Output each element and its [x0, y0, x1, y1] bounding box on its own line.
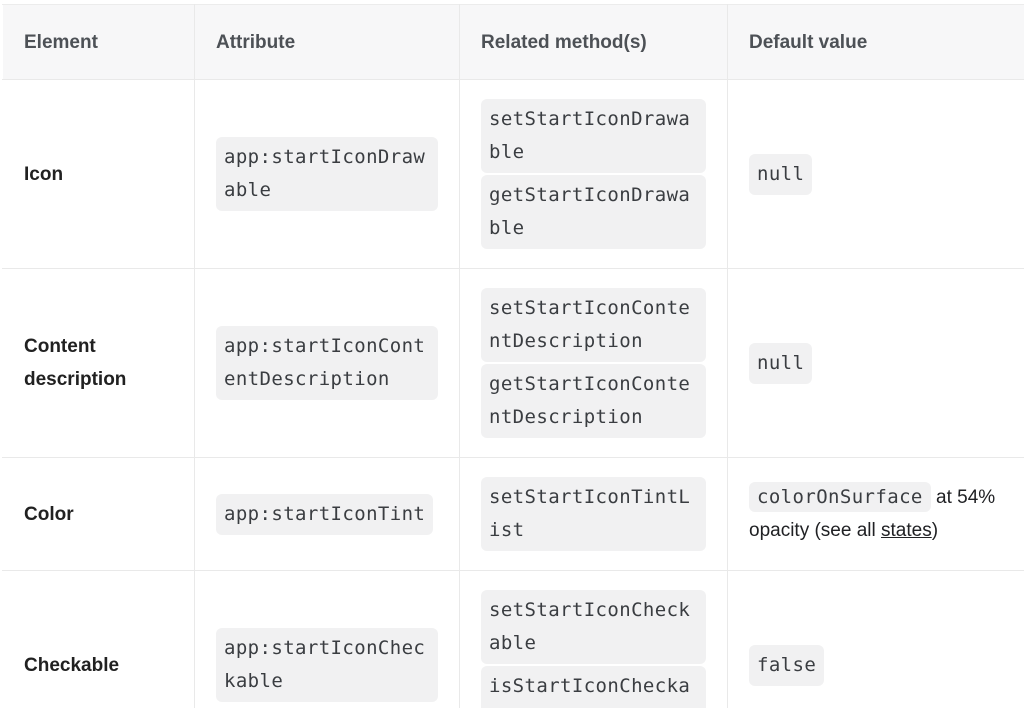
table-row-color: Color app:startIconTint setStartIconTint… — [2, 457, 1024, 571]
default-value-cell: null — [727, 79, 1024, 269]
methods-cell: setStartIconTintList — [459, 457, 728, 571]
attribute-code: app:startIconDrawable — [216, 137, 438, 211]
methods-cell: setStartIconContentDescription getStartI… — [459, 268, 728, 458]
attribute-code: app:startIconContentDescription — [216, 326, 438, 400]
default-value-cell: null — [727, 268, 1024, 458]
method-code: setStartIconCheckable — [481, 590, 706, 664]
column-header-default: Default value — [727, 4, 1024, 80]
method-code: getStartIconContentDescription — [481, 364, 706, 438]
attributes-table: Element Attribute Related method(s) Defa… — [2, 4, 1024, 708]
methods-cell: setStartIconDrawable getStartIconDrawabl… — [459, 79, 728, 269]
default-value-code: null — [749, 153, 813, 195]
column-header-methods: Related method(s) — [459, 4, 728, 80]
default-value-code: null — [749, 342, 813, 384]
column-header-attribute: Attribute — [194, 4, 460, 80]
states-link[interactable]: states — [881, 520, 932, 542]
method-code: setStartIconTintList — [481, 477, 706, 551]
element-name: Content description — [2, 268, 195, 458]
method-code: getStartIconDrawable — [481, 175, 706, 249]
attribute-code: app:startIconTint — [216, 493, 434, 535]
attribute-cell: app:startIconContentDescription — [194, 268, 460, 458]
table-row-icon: Icon app:startIconDrawable setStartIconD… — [2, 79, 1024, 269]
table-row-content-description: Content description app:startIconContent… — [2, 268, 1024, 458]
method-code: isStartIconCheckable — [481, 666, 706, 708]
default-value-cell: false — [727, 570, 1024, 708]
element-name: Icon — [2, 79, 195, 269]
methods-cell: setStartIconCheckable isStartIconCheckab… — [459, 570, 728, 708]
attribute-code: app:startIconCheckable — [216, 628, 438, 702]
attribute-cell: app:startIconTint — [194, 457, 460, 571]
method-code: setStartIconDrawable — [481, 99, 706, 173]
element-name: Checkable — [2, 570, 195, 708]
table-row-checkable: Checkable app:startIconCheckable setStar… — [2, 570, 1024, 708]
attribute-cell: app:startIconCheckable — [194, 570, 460, 708]
method-code: setStartIconContentDescription — [481, 288, 706, 362]
table-header-row: Element Attribute Related method(s) Defa… — [2, 4, 1024, 80]
column-header-element: Element — [2, 4, 195, 80]
attribute-cell: app:startIconDrawable — [194, 79, 460, 269]
element-name: Color — [2, 457, 195, 571]
default-value-cell: colorOnSurface at 54% opacity (see all s… — [727, 457, 1024, 571]
default-value-text: ) — [931, 520, 939, 542]
default-value-code: colorOnSurface — [749, 482, 931, 513]
default-value-code: false — [749, 644, 825, 686]
default-value-text: at 54% opacity (see all — [749, 486, 996, 542]
